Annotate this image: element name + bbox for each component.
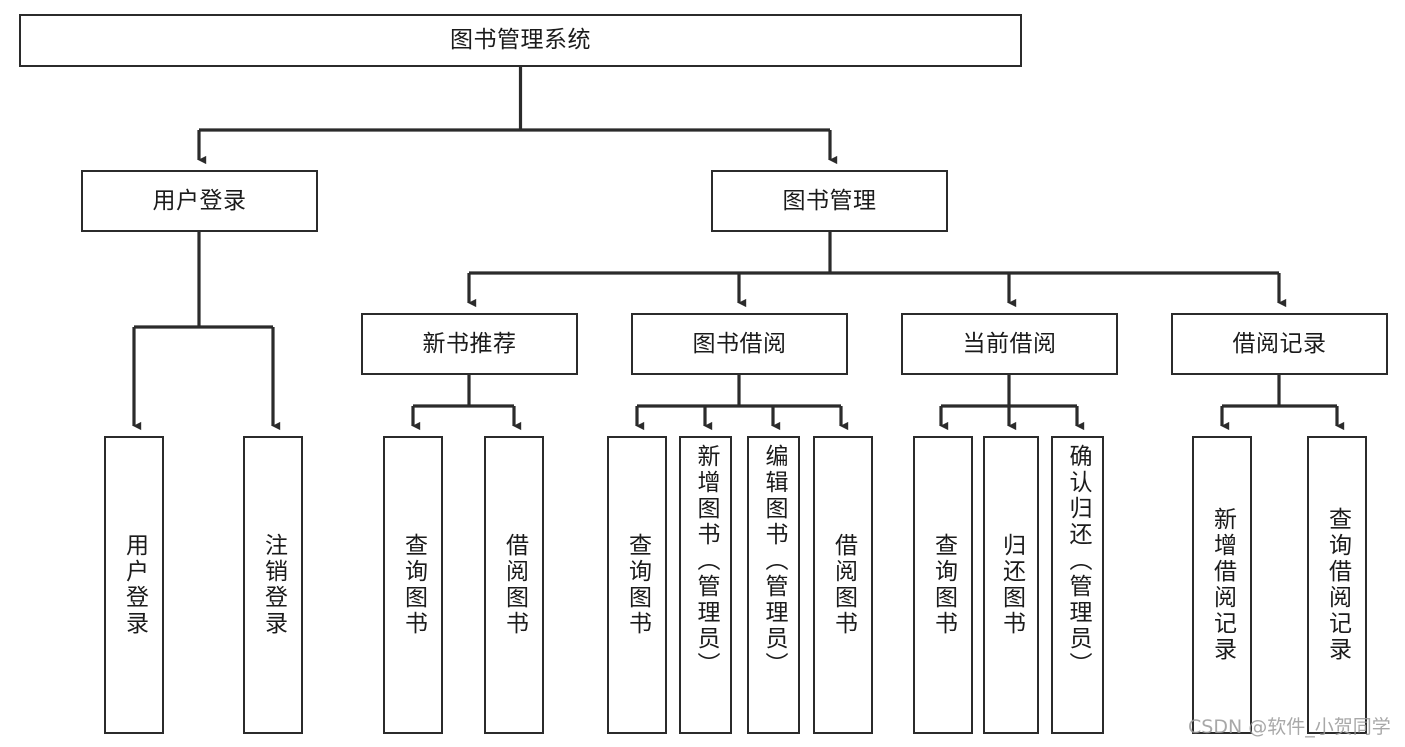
node-leaf-confirm-return-label: 确认归还（管理员） — [1065, 444, 1091, 678]
node-root-label: 图书管理系统 — [450, 27, 591, 54]
node-leaf-user-logout-label: 注销登录 — [260, 533, 287, 637]
node-leaf-query-book-1-label: 查询图书 — [400, 533, 427, 637]
node-leaf-add-record[interactable]: 新增借阅记录 — [1192, 436, 1252, 734]
node-leaf-user-login[interactable]: 用户登录 — [104, 436, 164, 734]
node-leaf-edit-book[interactable]: 编辑图书（管理员） — [747, 436, 800, 734]
node-leaf-add-book-label: 新增图书（管理员） — [693, 444, 719, 678]
node-user-login-label: 用户登录 — [152, 187, 247, 214]
node-leaf-confirm-return[interactable]: 确认归还（管理员） — [1051, 436, 1104, 734]
csdn-watermark: CSDN @软件_小贺同学 — [1188, 716, 1391, 738]
node-current-borrow[interactable]: 当前借阅 — [901, 313, 1118, 375]
node-leaf-add-book[interactable]: 新增图书（管理员） — [679, 436, 732, 734]
node-leaf-query-book-2-label: 查询图书 — [624, 533, 651, 637]
node-borrow-record[interactable]: 借阅记录 — [1171, 313, 1388, 375]
node-leaf-return-book[interactable]: 归还图书 — [983, 436, 1039, 734]
node-new-book-rec[interactable]: 新书推荐 — [361, 313, 578, 375]
node-leaf-return-book-label: 归还图书 — [998, 533, 1025, 637]
node-leaf-user-logout[interactable]: 注销登录 — [243, 436, 303, 734]
node-leaf-borrow-book-1-label: 借阅图书 — [501, 533, 528, 637]
node-book-borrow-label: 图书借阅 — [692, 330, 787, 357]
node-leaf-borrow-book-1[interactable]: 借阅图书 — [484, 436, 544, 734]
node-leaf-add-record-label: 新增借阅记录 — [1209, 507, 1236, 663]
node-leaf-edit-book-label: 编辑图书（管理员） — [761, 444, 787, 678]
node-book-borrow[interactable]: 图书借阅 — [631, 313, 848, 375]
node-leaf-query-record[interactable]: 查询借阅记录 — [1307, 436, 1367, 734]
node-book-manage-label: 图书管理 — [782, 187, 877, 214]
node-current-borrow-label: 当前借阅 — [962, 330, 1057, 357]
node-book-manage[interactable]: 图书管理 — [711, 170, 948, 232]
node-leaf-query-book-2[interactable]: 查询图书 — [607, 436, 667, 734]
node-borrow-record-label: 借阅记录 — [1232, 330, 1327, 357]
node-leaf-query-book-3-label: 查询图书 — [930, 533, 957, 637]
node-leaf-query-book-3[interactable]: 查询图书 — [913, 436, 973, 734]
node-leaf-borrow-book-2-label: 借阅图书 — [830, 533, 857, 637]
node-leaf-query-book-1[interactable]: 查询图书 — [383, 436, 443, 734]
node-leaf-user-login-label: 用户登录 — [121, 533, 148, 637]
node-leaf-borrow-book-2[interactable]: 借阅图书 — [813, 436, 873, 734]
node-leaf-query-record-label: 查询借阅记录 — [1324, 507, 1351, 663]
node-new-book-rec-label: 新书推荐 — [422, 330, 517, 357]
node-root[interactable]: 图书管理系统 — [19, 14, 1022, 67]
node-user-login[interactable]: 用户登录 — [81, 170, 318, 232]
